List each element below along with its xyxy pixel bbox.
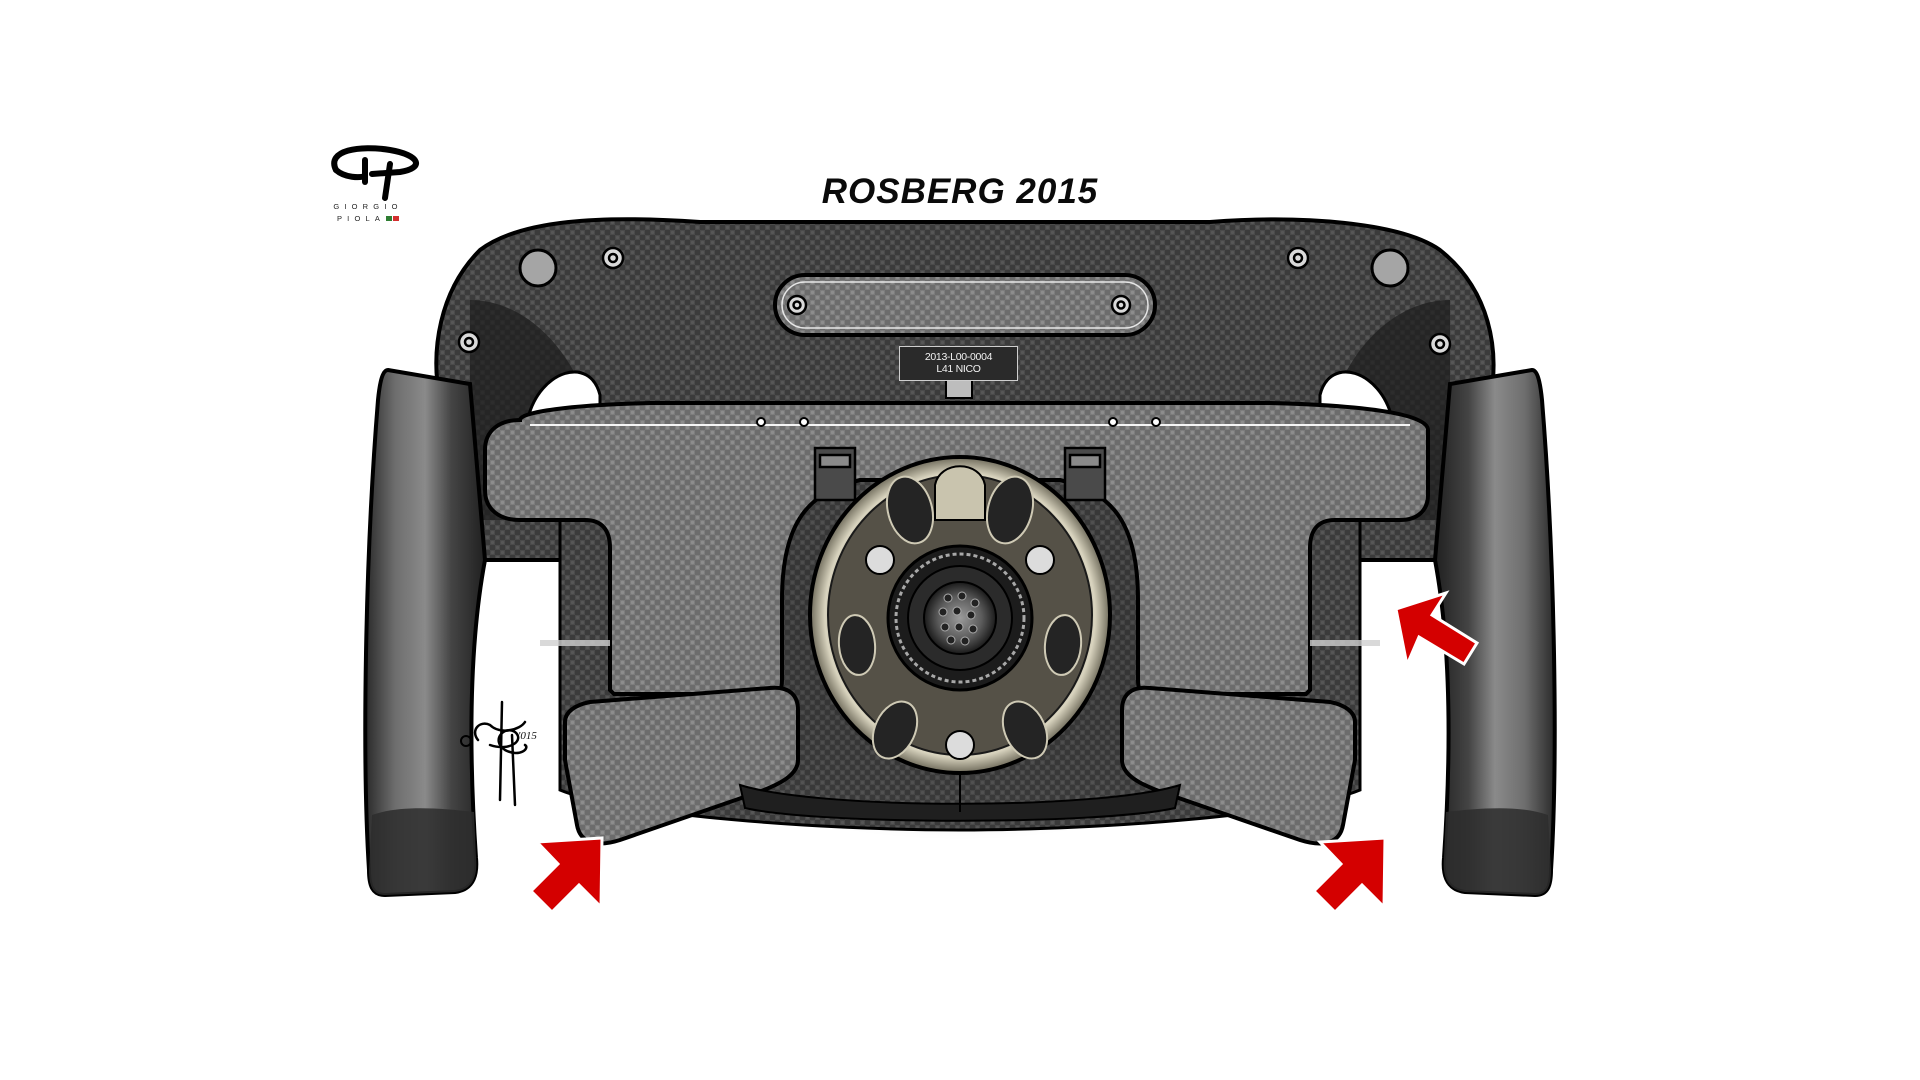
screw-icon [786,294,808,316]
arrow-bottom-right-icon [1311,836,1387,915]
torx-screw-icon [865,545,895,575]
annotation-arrows [528,590,1480,915]
upper-paddle-bar [483,401,1430,696]
flag-green-icon [386,216,393,221]
torx-screw-icon [1025,545,1055,575]
serial-plate: 2013-L00-0004 L41 NICO [899,346,1018,381]
plate-stub [945,379,973,399]
logo-line-2: PIOLA [318,214,418,223]
screw-icon [1110,294,1132,316]
round-buttons [518,248,1410,288]
hub-brackets [813,446,1107,502]
torx-screw-icon [945,730,975,760]
screw-icon [1428,332,1452,356]
right-grip [1432,367,1557,898]
bar-holes [756,417,1161,427]
screw-icon [1286,246,1310,270]
connector-pins [938,591,980,646]
lower-cutout [1375,650,1432,905]
logo-line-1: GIORGIO [333,202,403,211]
logo-line-2-text: PIOLA [336,214,386,223]
quick-release-hub [808,455,1112,775]
lower-center-strip [738,783,1182,822]
button-top-left [518,248,558,288]
artist-signature [460,700,528,807]
top-oval-panel [773,273,1157,337]
button-top-right [1370,248,1410,288]
serial-plate-line-2: L41 NICO [936,363,981,375]
giorgio-piola-logo: GIORGIO PIOLA [318,148,428,228]
screw-icon [601,246,625,270]
signature-year: '015 [518,730,537,742]
serial-plate-line-1: 2013-L00-0004 [924,351,993,363]
lower-cutout [488,650,545,905]
screw-icon [457,330,481,354]
flag-red-icon [393,216,400,221]
arrow-right-upper-icon [1394,590,1480,671]
page-title: ROSBERG 2015 [821,172,1099,211]
arrow-bottom-left-icon [528,836,604,915]
giorgio-piola-logo-mark [331,145,419,201]
left-grip [363,367,488,898]
